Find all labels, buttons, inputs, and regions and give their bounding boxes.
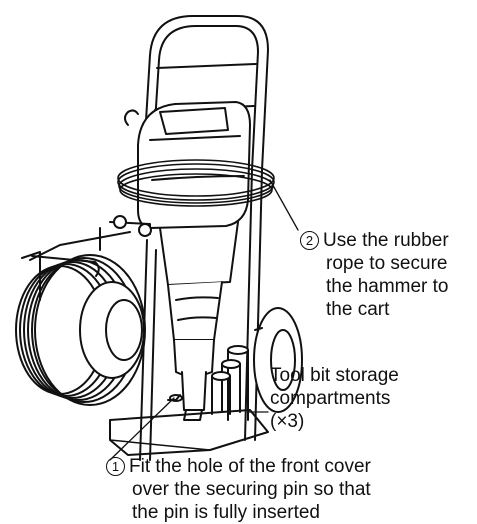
bit-storage-tubes: [211, 345, 249, 421]
callout-leaders: [109, 179, 299, 461]
callout-number-2: 2: [300, 231, 319, 250]
callout-tool-bit-storage: Tool bit storage compartments (×3): [270, 365, 399, 432]
leader-rope: [269, 179, 299, 231]
rope-hook: [124, 109, 139, 126]
demolition-hammer: [137, 101, 251, 421]
securing-pin: [167, 394, 183, 402]
callout-number-1: 1: [106, 457, 125, 476]
leader-pin: [109, 397, 175, 461]
hose-reel: [15, 215, 152, 406]
cart-wheel: [253, 307, 303, 413]
rubber-rope: [117, 159, 275, 207]
